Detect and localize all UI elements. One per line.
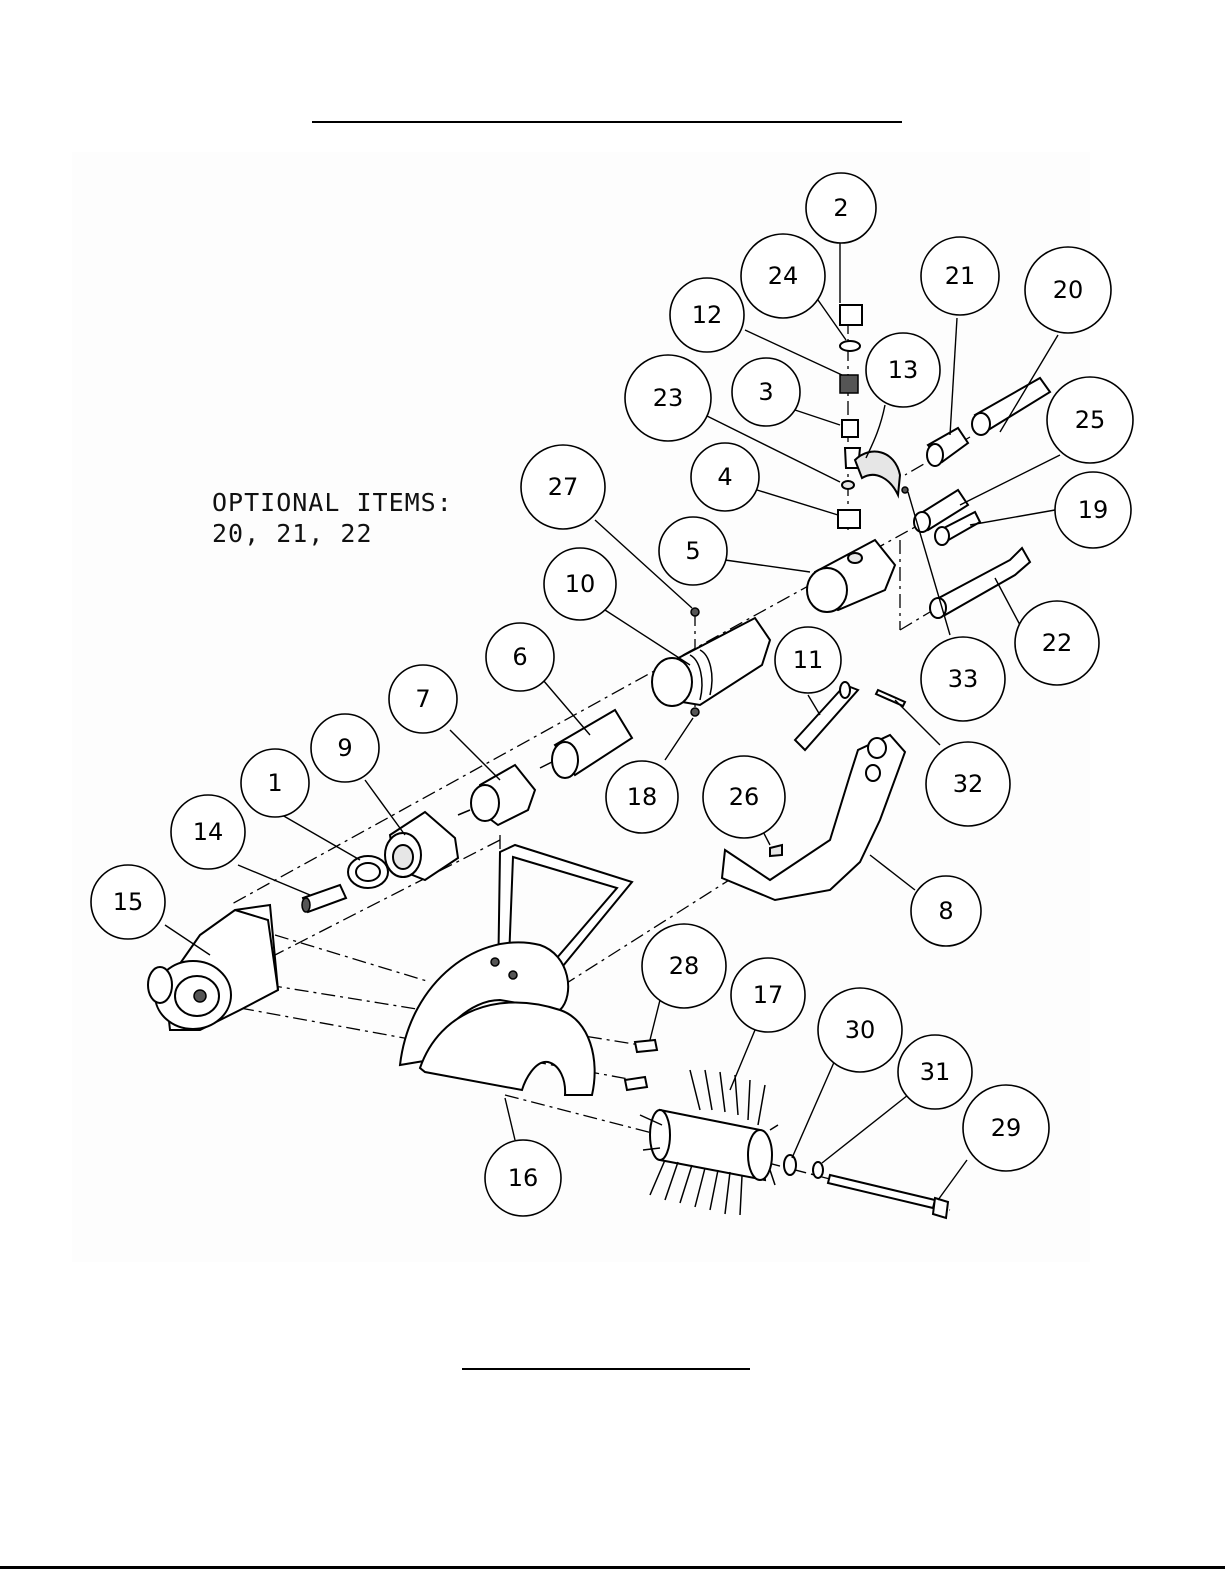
- callout-31: 31: [898, 1035, 972, 1109]
- part-14-pin: [302, 885, 346, 912]
- callout-18-label: 18: [627, 783, 658, 811]
- part-28-bolts: [625, 1040, 657, 1090]
- callout-2-label: 2: [833, 194, 848, 222]
- callout-1-label: 1: [267, 769, 282, 797]
- part-10-housing-tube: [652, 618, 770, 706]
- part-26-nut: [770, 845, 782, 856]
- part-33-screw: [902, 487, 908, 493]
- callout-7-label: 7: [415, 685, 430, 713]
- part-13-elbow: [855, 452, 900, 495]
- callout-26-label: 26: [729, 783, 760, 811]
- part-32-pin: [876, 690, 905, 706]
- part-4-seat: [838, 510, 860, 528]
- callout-10: 10: [544, 548, 616, 620]
- callout-9: 9: [311, 714, 379, 782]
- callout-27: 27: [521, 445, 605, 529]
- part-22-adapter: [935, 548, 1030, 615]
- callout-17-label: 17: [753, 981, 784, 1009]
- callout-12: 12: [670, 278, 744, 352]
- callout-21: 21: [921, 237, 999, 315]
- callout-23-label: 23: [653, 384, 684, 412]
- part-29-axle-bolt: [828, 1175, 935, 1208]
- callout-14: 14: [171, 795, 245, 869]
- callout-15-label: 15: [113, 888, 144, 916]
- callout-10-label: 10: [565, 570, 596, 598]
- footer-rule: [462, 1368, 750, 1370]
- callout-14-label: 14: [193, 818, 224, 846]
- callout-28-label: 28: [669, 952, 700, 980]
- part-3-valve: [842, 420, 858, 437]
- callout-11-label: 11: [793, 646, 824, 674]
- callout-24: 24: [741, 234, 825, 318]
- part-12-spring: [840, 375, 858, 393]
- part-5-upper-housing: [807, 540, 895, 612]
- callout-13-label: 13: [888, 356, 919, 384]
- callout-22-label: 22: [1042, 629, 1073, 657]
- callout-32-label: 32: [953, 770, 984, 798]
- part-7-coupling: [458, 765, 535, 825]
- part-24-oring: [840, 341, 860, 351]
- callout-8-label: 8: [938, 897, 953, 925]
- callout-6-label: 6: [512, 643, 527, 671]
- callout-20: 20: [1025, 247, 1111, 333]
- part-31-washer: [813, 1162, 823, 1178]
- callout-5: 5: [659, 517, 727, 585]
- page-bottom-rule: [0, 1566, 1225, 1569]
- callout-32: 32: [926, 742, 1010, 826]
- callout-5-label: 5: [685, 537, 700, 565]
- callout-15: 15: [91, 865, 165, 939]
- callout-19-label: 19: [1078, 496, 1109, 524]
- callout-26: 26: [703, 756, 785, 838]
- callout-2: 2: [806, 173, 876, 243]
- callout-16: 16: [485, 1140, 561, 1216]
- callout-27-label: 27: [548, 473, 579, 501]
- callout-29-label: 29: [991, 1114, 1022, 1142]
- callout-8: 8: [911, 876, 981, 946]
- callout-21-label: 21: [945, 262, 976, 290]
- callout-28: 28: [642, 924, 726, 1008]
- part-2-cap: [840, 305, 862, 325]
- callout-11: 11: [775, 627, 841, 693]
- callout-17: 17: [731, 958, 805, 1032]
- callout-12-label: 12: [692, 301, 723, 329]
- callout-7: 7: [389, 665, 457, 733]
- callout-4: 4: [691, 443, 759, 511]
- callout-3: 3: [732, 358, 800, 426]
- callout-4-label: 4: [717, 463, 732, 491]
- callout-3-label: 3: [758, 378, 773, 406]
- callout-18: 18: [606, 761, 678, 833]
- callout-30-label: 30: [845, 1016, 876, 1044]
- callout-13: 13: [866, 333, 940, 407]
- part-17-brush-roller: [640, 1070, 778, 1215]
- callout-25-label: 25: [1075, 406, 1106, 434]
- callout-24-label: 24: [768, 262, 799, 290]
- callout-30: 30: [818, 988, 902, 1072]
- part-23-oring: [842, 481, 854, 489]
- callout-20-label: 20: [1053, 276, 1084, 304]
- fittings: [902, 378, 1050, 618]
- part-16-brush-guard: [400, 845, 632, 1095]
- callout-6: 6: [486, 623, 554, 691]
- callout-9-label: 9: [337, 734, 352, 762]
- part-6-motor: [540, 710, 632, 778]
- callout-33: 33: [921, 637, 1005, 721]
- part-30-washer: [784, 1155, 796, 1175]
- callout-1: 1: [241, 749, 309, 817]
- callout-31-label: 31: [920, 1058, 951, 1086]
- callout-16-label: 16: [508, 1164, 539, 1192]
- callout-29: 29: [963, 1085, 1049, 1171]
- axle-hardware: [784, 1155, 948, 1218]
- part-1-nut: [348, 856, 388, 888]
- callout-22: 22: [1015, 601, 1099, 685]
- callout-19: 19: [1055, 472, 1131, 548]
- callout-23: 23: [625, 355, 711, 441]
- part-15-gearbox-housing: [148, 905, 278, 1030]
- callout-25: 25: [1047, 377, 1133, 463]
- callout-33-label: 33: [948, 665, 979, 693]
